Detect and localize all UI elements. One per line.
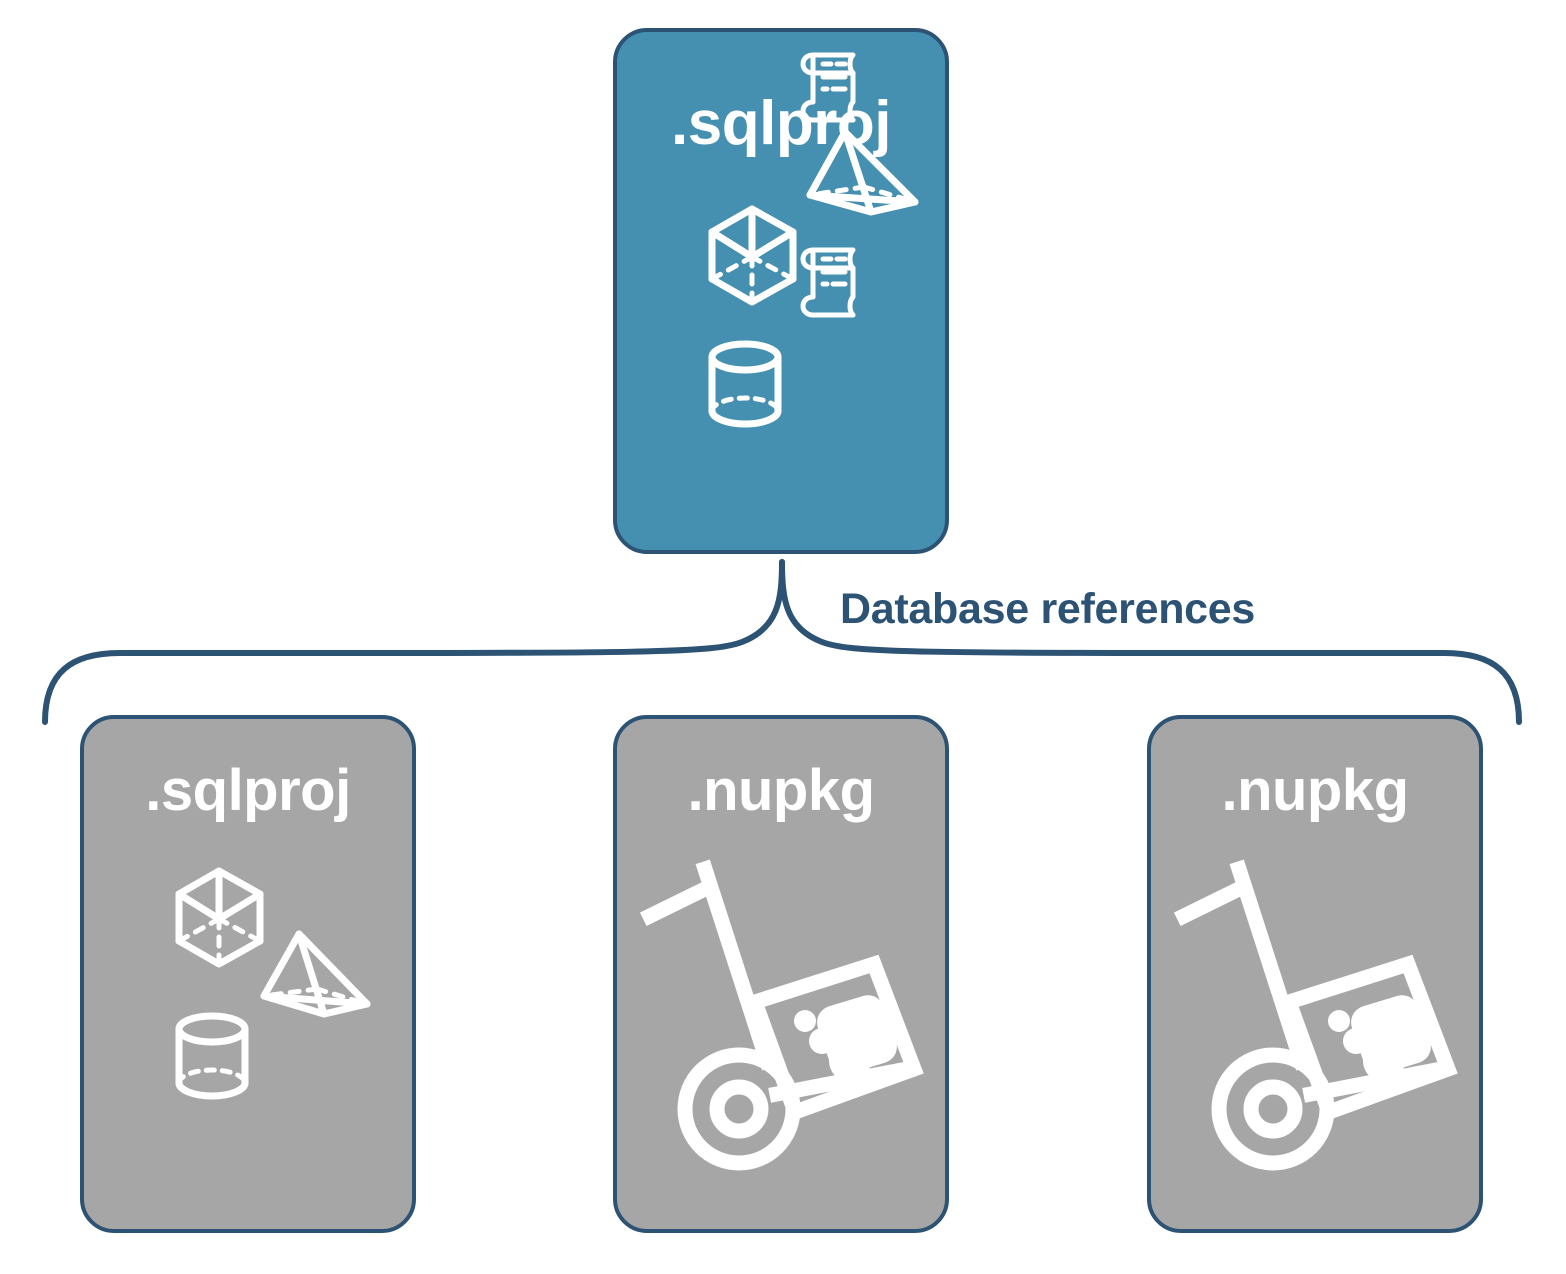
connector-label-database-references: Database references bbox=[840, 585, 1255, 633]
hand-truck-package-icon bbox=[1173, 859, 1458, 1171]
scroll-icon bbox=[800, 247, 856, 318]
node-reference-nupkg-2-label: .nupkg bbox=[1221, 758, 1409, 823]
node-reference-nupkg-1[interactable]: .nupkg bbox=[613, 715, 949, 1233]
node-reference-nupkg-1-label: .nupkg bbox=[687, 758, 875, 823]
node-root-label: .sqlproj bbox=[671, 89, 891, 158]
pyramid-icon bbox=[260, 930, 371, 1018]
node-root-sqlproj[interactable]: .sqlproj bbox=[613, 28, 949, 554]
node-reference-nupkg-2[interactable]: .nupkg bbox=[1147, 715, 1483, 1233]
cube-icon bbox=[708, 205, 797, 306]
cube-icon bbox=[175, 867, 264, 968]
node-reference-sqlproj-label: .sqlproj bbox=[145, 758, 351, 823]
hand-truck-package-icon bbox=[639, 859, 924, 1171]
node-reference-sqlproj[interactable]: .sqlproj bbox=[80, 715, 416, 1233]
cylinder-icon bbox=[175, 1012, 249, 1100]
cylinder-icon bbox=[708, 340, 782, 428]
